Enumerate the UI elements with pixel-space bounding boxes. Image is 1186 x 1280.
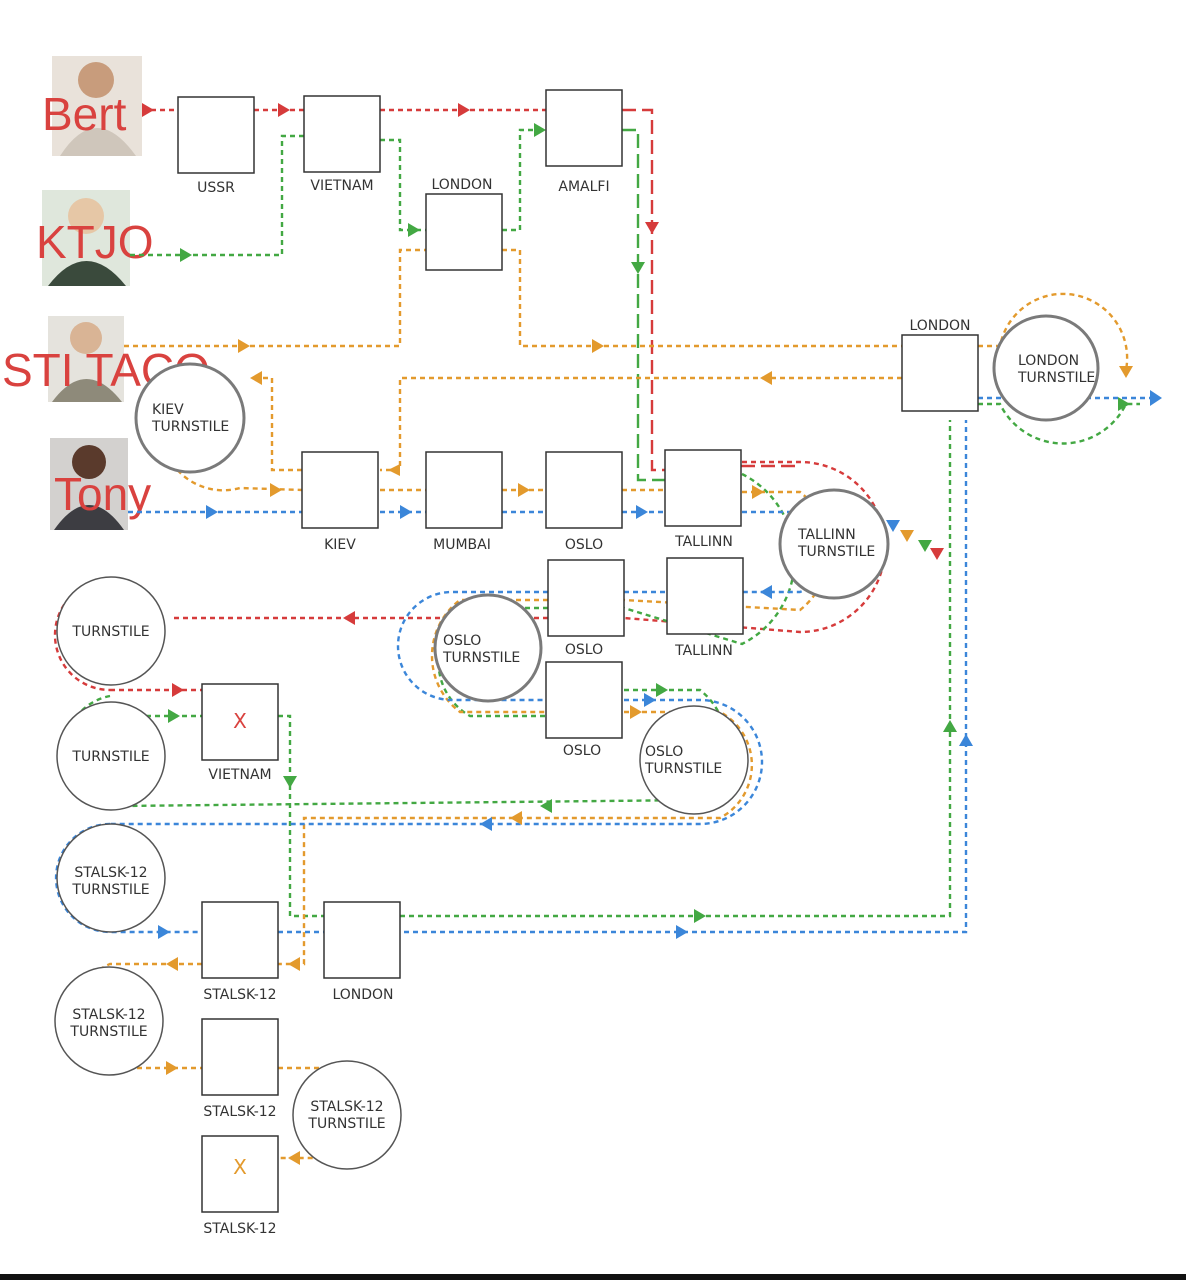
location-box-london-low [323, 901, 401, 979]
turnstile-stalsk-a-line2: TURNSTILE [71, 882, 149, 898]
turnstile-oslo-a-line2: TURNSTILE [442, 650, 520, 666]
tony-name: Tony [54, 468, 151, 520]
location-label-london-right: LONDON [909, 318, 970, 334]
location-label-london: LONDON [431, 177, 492, 193]
location-label-stalsk-b: STALSK-12 [203, 1104, 276, 1120]
location-label-vietnam-low: VIETNAM [208, 767, 271, 783]
ktjo-portrait [42, 190, 130, 286]
turnstile-plain-b-label: TURNSTILE [71, 749, 149, 765]
turnstile-stalsk-b [54, 966, 164, 1076]
turnstile-oslo-b [639, 705, 749, 815]
turnstile-stalsk-c [292, 1060, 402, 1170]
sti-portrait [48, 316, 124, 402]
turnstile-kiev [134, 362, 246, 474]
turnstile-tallinn-line1: TALLINN [797, 527, 856, 543]
location-box-tallinn-mid [666, 557, 744, 635]
tony-portrait [50, 438, 128, 530]
x-mark-vietnam: X [233, 709, 247, 733]
location-box-mumbai [425, 451, 503, 529]
location-box-oslo-mid [547, 559, 625, 637]
location-box-tallinn [664, 449, 742, 527]
turnstile-london-line2: TURNSTILE [1017, 370, 1095, 386]
location-box-ussr [177, 96, 255, 174]
location-label-amalfi: AMALFI [558, 179, 609, 195]
location-box-oslo [545, 451, 623, 529]
ktjo-name: KTJO [36, 216, 154, 268]
location-box-oslo-low [545, 661, 623, 739]
arrowheads [142, 103, 1162, 1165]
turnstile-london-line1: LONDON [1018, 353, 1079, 369]
turnstile-stalsk-a-line1: STALSK-12 [74, 865, 147, 881]
turnstile-stalsk-c-line1: STALSK-12 [310, 1099, 383, 1115]
location-label-vietnam: VIETNAM [310, 178, 373, 194]
turnstile-oslo-a-line1: OSLO [443, 633, 481, 649]
location-box-stalsk-b [201, 1018, 279, 1096]
location-box-vietnam [303, 95, 381, 173]
turnstile-oslo-a [433, 593, 543, 703]
location-label-london-low: LONDON [332, 987, 393, 1003]
location-box-london [425, 193, 503, 271]
bottom-border [0, 1274, 1186, 1280]
bert-name: Bert [42, 88, 127, 140]
turnstile-plain-a [56, 576, 166, 686]
turnstile-tallinn [778, 488, 890, 600]
location-label-ussr: USSR [197, 180, 235, 196]
location-label-oslo-mid: OSLO [565, 642, 603, 658]
turnstile-stalsk-a [56, 823, 166, 933]
x-mark-stalsk: X [233, 1155, 247, 1179]
location-box-london-right [901, 334, 979, 412]
turnstile-kiev-line1: KIEV [152, 402, 184, 418]
location-box-vietnam-low [201, 683, 279, 761]
location-label-mumbai: MUMBAI [433, 537, 491, 553]
location-box-kiev [301, 451, 379, 529]
turnstile-stalsk-b-line2: TURNSTILE [69, 1024, 147, 1040]
turnstile-oslo-b-line2: TURNSTILE [644, 761, 722, 777]
location-label-stalsk-a: STALSK-12 [203, 987, 276, 1003]
turnstile-plain-a-label: TURNSTILE [71, 624, 149, 640]
turnstile-oslo-b-line1: OSLO [645, 744, 683, 760]
location-label-tallinn: TALLINN [674, 534, 733, 550]
location-label-kiev: KIEV [324, 537, 356, 553]
location-label-oslo: OSLO [565, 537, 603, 553]
location-label-oslo-low: OSLO [563, 743, 601, 759]
turnstile-stalsk-c-line2: TURNSTILE [307, 1116, 385, 1132]
turnstile-stalsk-b-line1: STALSK-12 [72, 1007, 145, 1023]
location-label-tallinn-mid: TALLINN [674, 643, 733, 659]
bert-portrait [52, 56, 142, 156]
turnstile-london [992, 314, 1100, 422]
location-label-stalsk-c: STALSK-12 [203, 1221, 276, 1237]
location-box-stalsk-a [201, 901, 279, 979]
turnstile-tallinn-line2: TURNSTILE [797, 544, 875, 560]
location-box-stalsk-c [201, 1135, 279, 1213]
turnstile-plain-b [56, 701, 166, 811]
turnstile-kiev-line2: TURNSTILE [151, 419, 229, 435]
location-box-amalfi [545, 89, 623, 167]
